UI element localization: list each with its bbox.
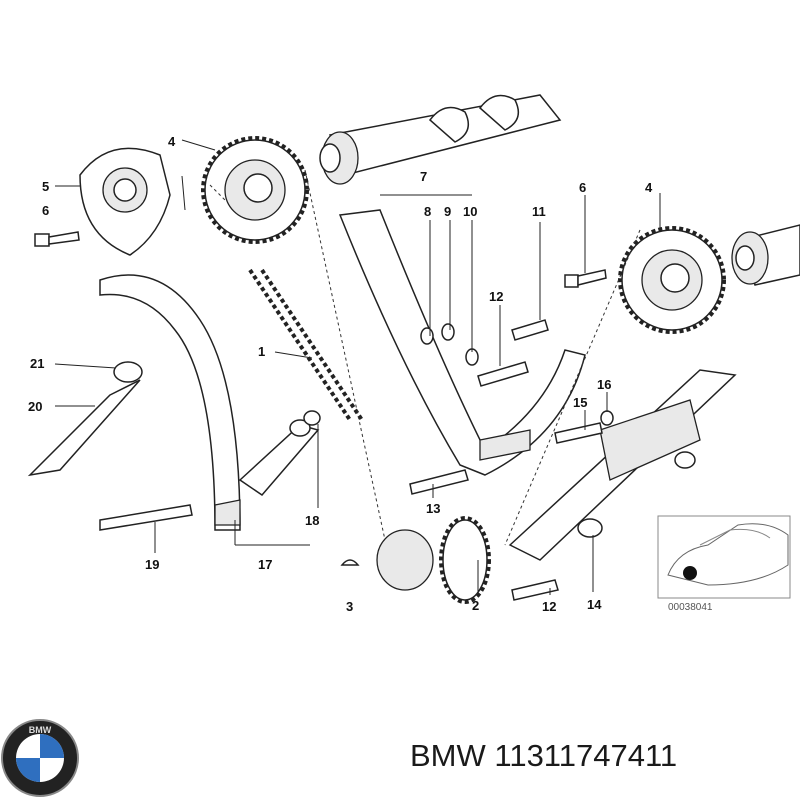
camshaft-sprocket-right <box>618 226 726 334</box>
callout-10: 10 <box>463 204 477 219</box>
callout-15: 15 <box>573 395 587 410</box>
car-locator-inset: 00038041 <box>657 515 791 613</box>
ring-9 <box>441 323 455 341</box>
callout-7: 7 <box>420 169 427 184</box>
callout-11: 11 <box>532 204 546 219</box>
callout-labels: 1 2 3 4 4 5 6 6 7 8 9 10 11 12 12 13 14 … <box>28 134 653 614</box>
callout-6b: 6 <box>579 180 586 195</box>
bolt-15 <box>554 422 603 444</box>
woodruff-key <box>340 559 360 566</box>
bolt-13 <box>409 469 469 495</box>
callout-4b: 4 <box>645 180 653 195</box>
callout-21: 21 <box>30 356 44 371</box>
bolt-tensioner <box>99 504 193 531</box>
callout-20: 20 <box>28 399 42 414</box>
callout-12a: 12 <box>489 289 503 304</box>
seal-ring <box>113 361 143 383</box>
callout-16: 16 <box>597 377 611 392</box>
washer-16 <box>600 410 614 426</box>
callout-8: 8 <box>424 204 431 219</box>
bmw-logo: BMW <box>1 719 79 797</box>
part-number: 11311747411 <box>494 738 678 773</box>
slide-rail <box>508 369 737 561</box>
crankshaft-sprocket <box>376 516 491 604</box>
bolt-left <box>34 231 80 247</box>
leader-lines <box>54 139 661 595</box>
tensioner-rail <box>99 274 320 531</box>
callout-1: 1 <box>258 344 265 359</box>
camshaft-left <box>319 94 562 185</box>
callout-4a: 4 <box>168 134 176 149</box>
bolt-12-top <box>477 361 529 387</box>
washer <box>303 410 321 426</box>
camshaft-right <box>731 224 800 286</box>
logo-letters: BMW <box>29 725 52 735</box>
callout-13: 13 <box>426 501 440 516</box>
engine-location-dot <box>683 566 697 580</box>
callout-14: 14 <box>587 597 602 612</box>
guide-rail <box>338 209 586 476</box>
bush-8 <box>420 327 434 345</box>
callout-19: 19 <box>145 557 159 572</box>
bolt-12-bottom <box>511 579 559 601</box>
pin-11 <box>511 319 549 341</box>
callout-5: 5 <box>42 179 49 194</box>
callout-9: 9 <box>444 204 451 219</box>
pulse-wheel <box>79 147 171 256</box>
callout-18: 18 <box>305 513 319 528</box>
timing-chain <box>209 169 641 546</box>
callout-17: 17 <box>258 557 272 572</box>
callout-2: 2 <box>472 598 479 613</box>
inset-reference: 00038041 <box>668 602 713 613</box>
tensioner-piston <box>27 379 141 477</box>
callout-6a: 6 <box>42 203 49 218</box>
brand-name: BMW <box>410 738 486 773</box>
callout-12b: 12 <box>542 599 556 614</box>
camshaft-sprocket-left <box>201 136 309 244</box>
part-caption: BMW 11311747411 <box>410 738 677 774</box>
bolt-right <box>564 269 607 288</box>
callout-3: 3 <box>346 599 353 614</box>
